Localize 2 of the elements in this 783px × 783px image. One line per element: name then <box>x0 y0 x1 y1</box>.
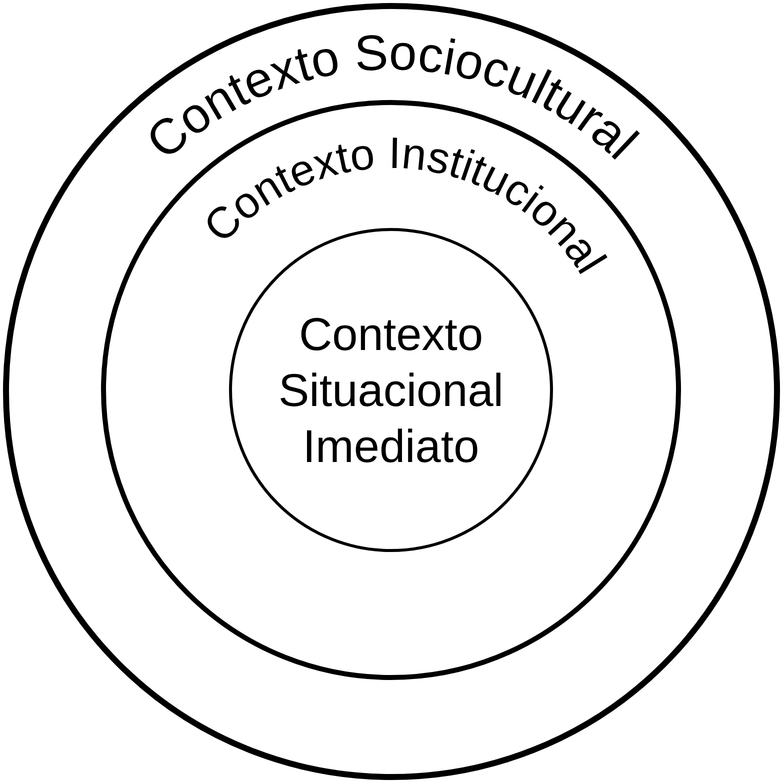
circle-label: Contexto Situacional Imediato <box>277 306 505 474</box>
context-circle <box>3 3 780 780</box>
